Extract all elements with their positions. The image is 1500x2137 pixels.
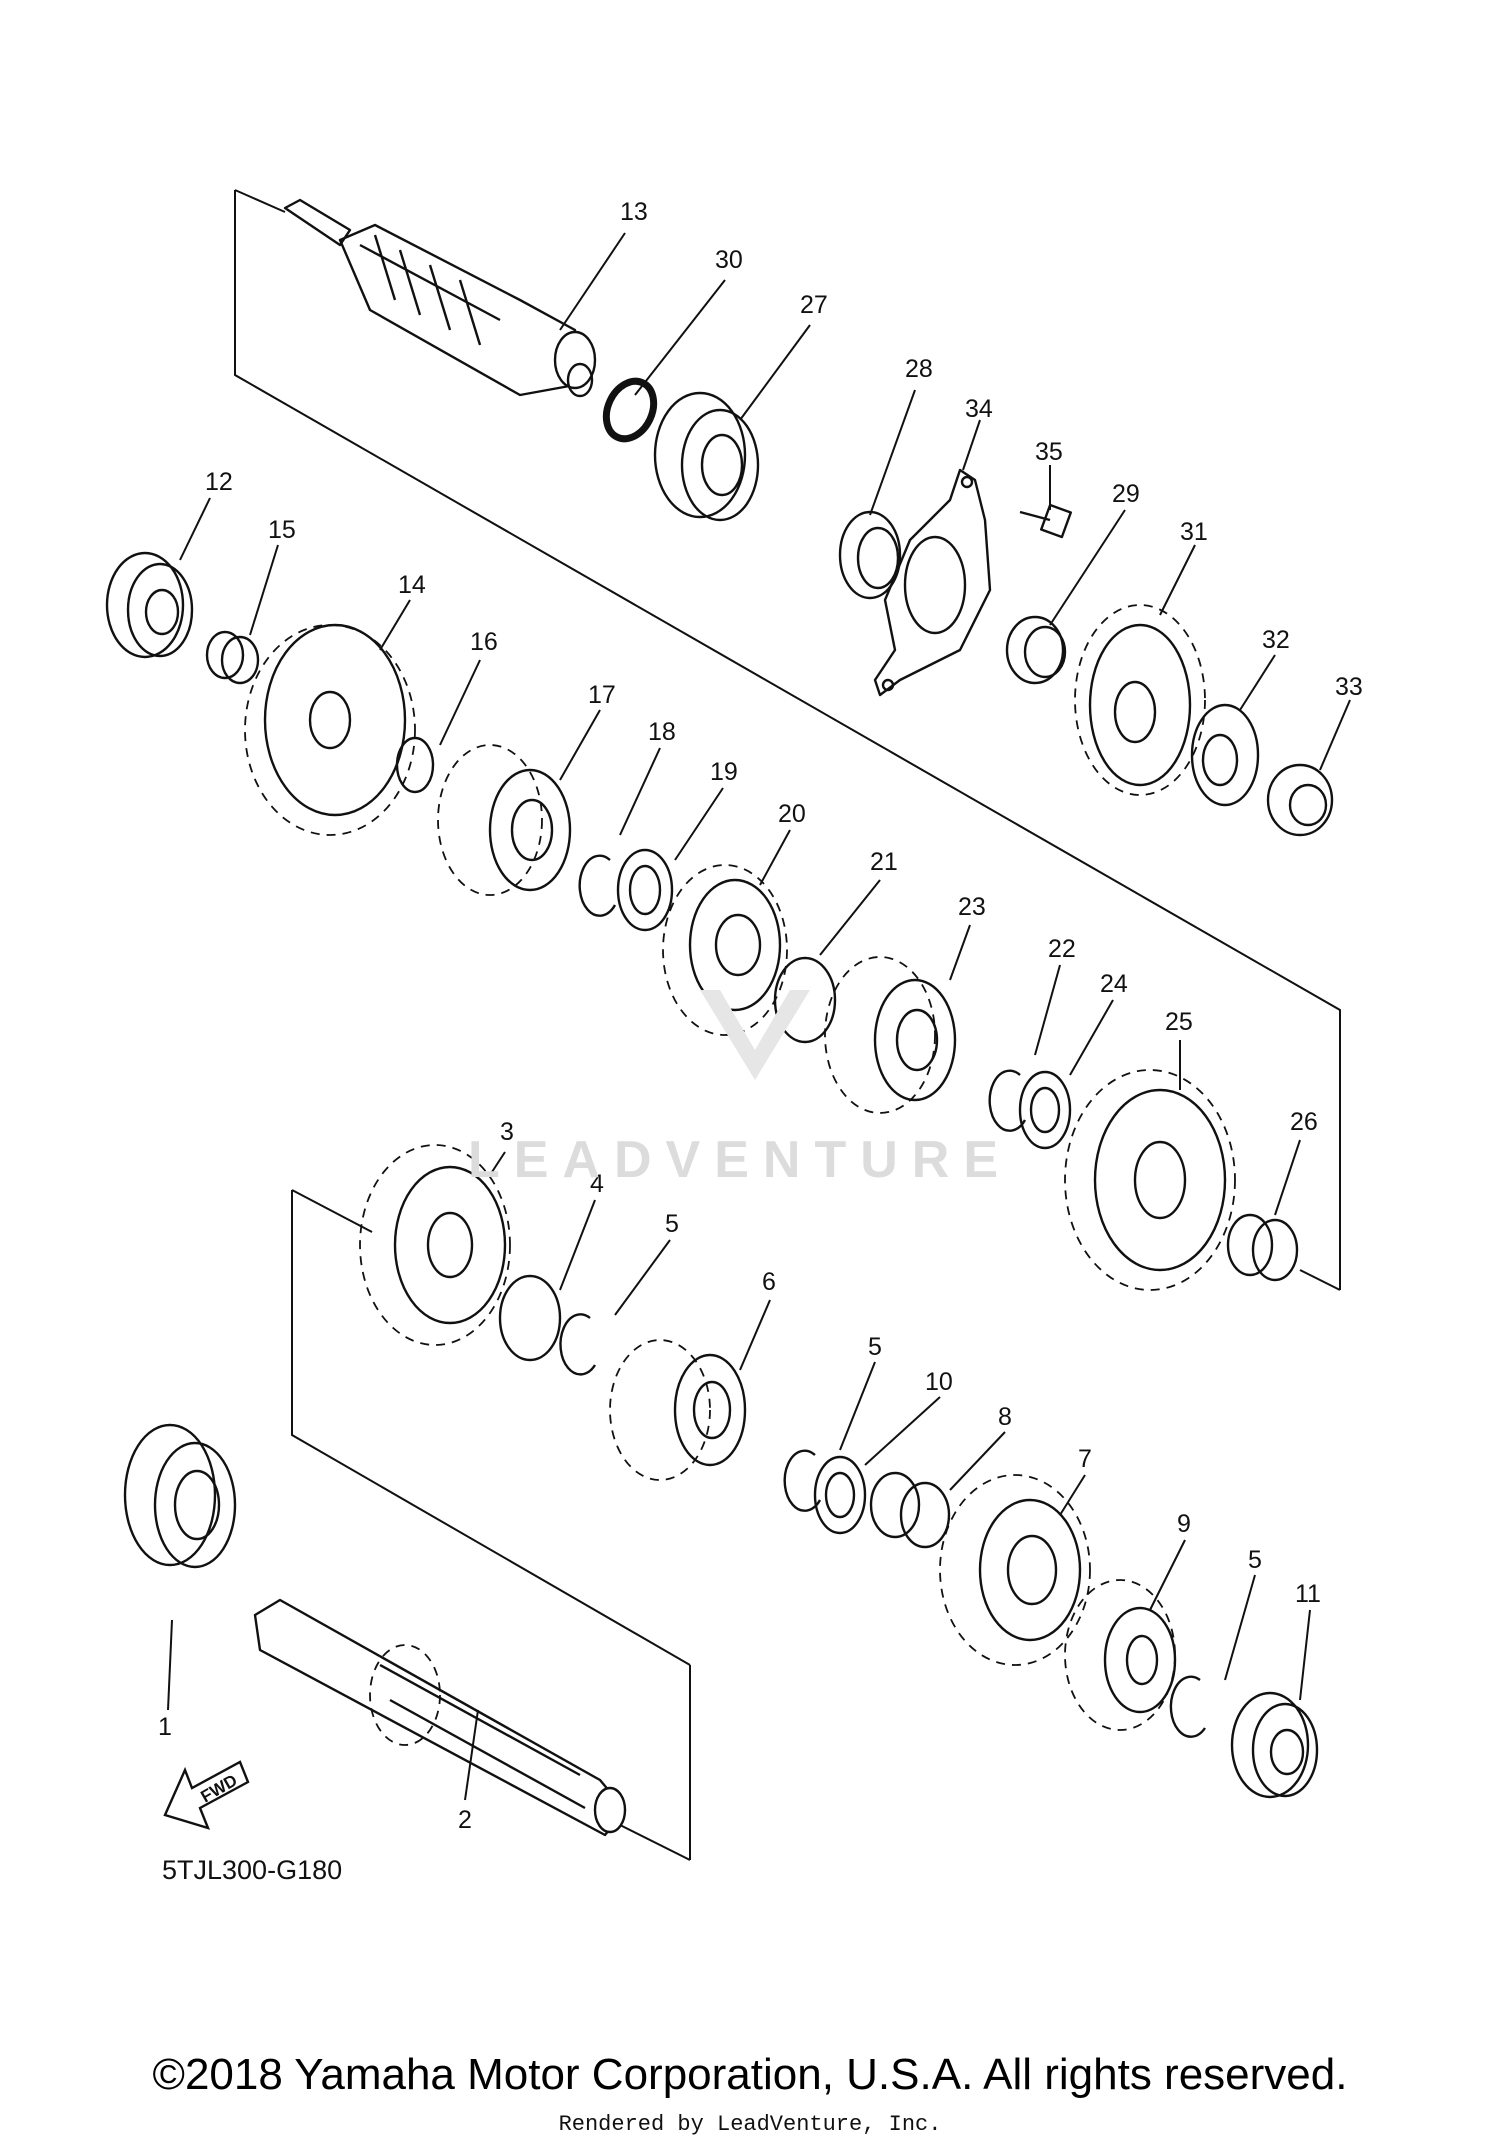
callout-6: 6: [762, 1268, 776, 1296]
callout-14: 14: [398, 571, 426, 599]
callout-30: 30: [715, 246, 743, 274]
callout-25: 25: [1165, 1008, 1193, 1036]
callout-8: 8: [998, 1403, 1012, 1431]
o-ring-30: [602, 377, 658, 443]
gear-3: [359, 1144, 511, 1346]
callout-34: 34: [965, 395, 993, 423]
gear-14: [244, 623, 416, 836]
circlip-5c: [1169, 1675, 1206, 1738]
leadventure-logo-watermark: [700, 990, 810, 1080]
main-axle-13: [283, 198, 597, 398]
circlip-5b: [783, 1449, 822, 1512]
callout-16: 16: [470, 628, 498, 656]
callout-31: 31: [1180, 518, 1208, 546]
callout-5a: 5: [665, 1210, 679, 1238]
lock-washer-32: [1190, 703, 1260, 807]
toothed-washer-10: [813, 1455, 867, 1535]
nut-33: [1266, 763, 1334, 837]
callout-12: 12: [205, 468, 233, 496]
washer-21: [773, 956, 837, 1044]
gear-23: [824, 956, 957, 1114]
callout-11: 11: [1295, 1580, 1321, 1608]
circlip-5: [559, 1313, 597, 1376]
gear-9: [1064, 1579, 1177, 1731]
washer-4: [498, 1274, 562, 1362]
toothed-washer-19: [616, 848, 674, 932]
collar-29: [1005, 615, 1067, 685]
callout-27: 27: [800, 291, 828, 319]
leader-lines: [167, 232, 1351, 1801]
callout-13: 13: [620, 198, 648, 226]
callout-7: 7: [1078, 1445, 1092, 1473]
bearing-12: [105, 551, 194, 659]
bearing-27: [653, 391, 760, 522]
callout-35: 35: [1035, 438, 1063, 466]
bearing-1: [123, 1423, 237, 1569]
callout-1: 1: [158, 1713, 172, 1741]
callout-19: 19: [710, 758, 738, 786]
callout-29: 29: [1112, 480, 1140, 508]
needle-bearing-15: [205, 630, 260, 685]
callout-18: 18: [648, 718, 676, 746]
watermark-text: LEADVENTURE: [467, 1131, 1013, 1189]
callout-33: 33: [1335, 673, 1363, 701]
callout-4: 4: [590, 1170, 604, 1198]
gear-6: [609, 1339, 747, 1481]
callout-24: 24: [1100, 970, 1128, 998]
lower-shaft-frame: [291, 1190, 691, 1666]
callout-2: 2: [458, 1806, 472, 1834]
washer-16: [395, 736, 435, 794]
circlip-22: [988, 1069, 1027, 1132]
rendered-by-notice: Rendered by LeadVenture, Inc.: [558, 2112, 942, 2137]
drive-sprocket-31: [1074, 604, 1206, 796]
diagram-code: 5TJL300-G180: [162, 1855, 343, 1885]
copyright-notice: ©2018 Yamaha Motor Corporation, U.S.A. A…: [152, 2050, 1348, 2099]
circlip-18: [578, 854, 617, 917]
fwd-arrow-icon: FWD: [163, 1760, 250, 1830]
callout-20: 20: [778, 800, 806, 828]
gear-25: [1064, 1069, 1236, 1291]
callout-23: 23: [958, 893, 986, 921]
callout-3: 3: [500, 1118, 514, 1146]
callout-28: 28: [905, 355, 933, 383]
gear-7: [939, 1474, 1091, 1666]
callout-10: 10: [925, 1368, 953, 1396]
callout-22: 22: [1048, 935, 1076, 963]
callout-9: 9: [1177, 1510, 1191, 1538]
callout-21: 21: [870, 848, 898, 876]
bolt-35: [1019, 503, 1072, 539]
retainer-plate-34: [873, 468, 992, 697]
needle-bearing-8: [869, 1471, 951, 1549]
gear-17: [437, 744, 572, 896]
callout-5c: 5: [1248, 1546, 1262, 1574]
callout-15: 15: [268, 516, 296, 544]
callout-17: 17: [588, 681, 616, 709]
callout-labels: 13 30 27 28 34 35 29 31 32 33 12 15 14 1…: [158, 198, 1363, 1834]
gear-20: [662, 864, 788, 1036]
callout-5b: 5: [868, 1333, 882, 1361]
bearing-11: [1230, 1691, 1319, 1799]
toothed-washer-24: [1018, 1070, 1072, 1150]
oil-seal-28: [838, 510, 902, 600]
callout-26: 26: [1290, 1108, 1318, 1136]
collar-26: [1226, 1213, 1299, 1282]
callout-32: 32: [1262, 626, 1290, 654]
drive-axle-2: [253, 1598, 627, 1837]
